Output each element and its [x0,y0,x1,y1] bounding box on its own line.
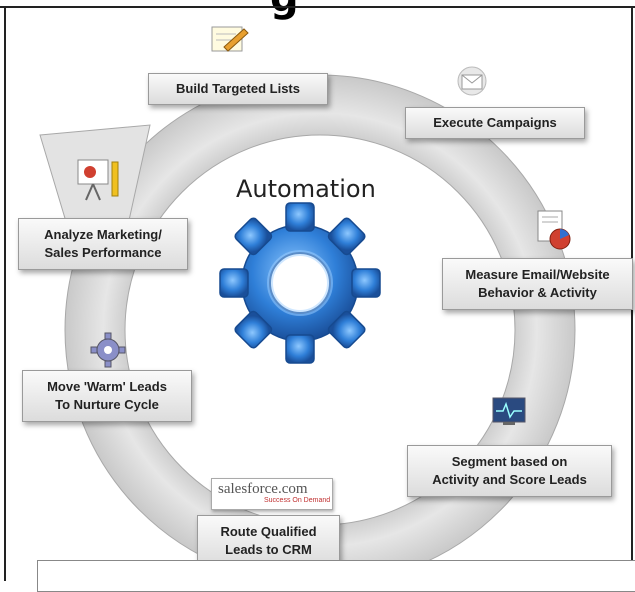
step-analyze-performance: Analyze Marketing/ Sales Performance [18,218,188,270]
step-measure-behavior: Measure Email/Website Behavior & Activit… [442,258,633,310]
cropped-title: g [270,0,299,18]
salesforce-logo-text: salesforce.com [218,481,308,497]
salesforce-logo-tagline: Success On Demand [264,497,331,504]
pencil-notepad-icon [211,26,249,52]
report-chart-icon [537,210,571,250]
center-automation-label: Automation [236,175,376,203]
step-segment-score-leads: Segment based on Activity and Score Lead… [407,445,612,497]
monitor-pulse-icon [492,397,526,425]
envelope-icon [457,66,487,96]
gear-icon [219,202,381,364]
bottom-panel-edge [37,560,635,592]
step-execute-campaigns: Execute Campaigns [405,107,585,139]
frame-left-border [4,6,6,581]
step-route-leads-crm: Route Qualified Leads to CRM [197,515,340,567]
salesforce-logo: salesforce.com Success On Demand [211,478,333,510]
presentation-easel-icon [77,159,119,201]
step-move-warm-leads: Move 'Warm' Leads To Nurture Cycle [22,370,192,422]
frame-top-border [0,6,635,8]
step-build-targeted-lists: Build Targeted Lists [148,73,328,105]
small-gear-icon [90,332,126,368]
